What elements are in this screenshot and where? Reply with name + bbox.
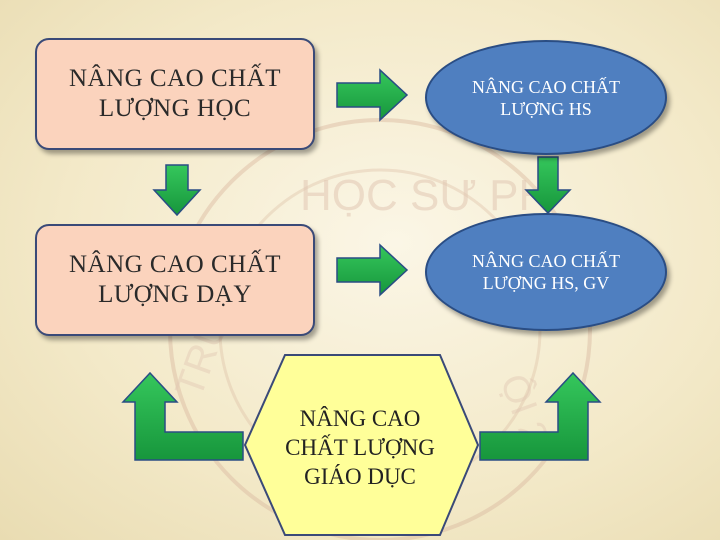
node-chat-luong-giao-duc: NÂNG CAO CHẤT LƯỢNG GIÁO DỤC	[285, 382, 435, 512]
node-chat-luong-hs: NÂNG CAO CHẤT LƯỢNG HS	[425, 40, 667, 155]
arrow-right-middle	[336, 243, 409, 297]
node-chat-luong-hs-gv: NÂNG CAO CHẤT LƯỢNG HS, GV	[425, 213, 667, 331]
arrow-down-left	[152, 164, 202, 217]
arrow-right-top	[336, 68, 409, 122]
node-chat-luong-hs-label: NÂNG CAO CHẤT LƯỢNG HS	[472, 76, 620, 119]
node-chat-luong-hoc-label: NÂNG CAO CHẤT LƯỢNG HỌC	[68, 65, 282, 122]
arrow-bent-left	[121, 371, 244, 461]
arrow-down-right	[524, 156, 572, 215]
node-chat-luong-hs-gv-label: NÂNG CAO CHẤT LƯỢNG HS, GV	[472, 251, 620, 293]
node-chat-luong-day-label: NÂNG CAO CHẤT LƯỢNG DẠY	[68, 251, 282, 308]
node-chat-luong-hoc: NÂNG CAO CHẤT LƯỢNG HỌC	[35, 38, 315, 150]
arrow-bent-right	[479, 371, 602, 461]
svg-text:HỌC SƯ PH: HỌC SƯ PH	[300, 171, 550, 220]
node-chat-luong-day: NÂNG CAO CHẤT LƯỢNG DẠY	[35, 224, 315, 336]
hexagon-shape	[243, 354, 480, 536]
node-chat-luong-giao-duc-label: NÂNG CAO CHẤT LƯỢNG GIÁO DỤC	[285, 405, 435, 489]
